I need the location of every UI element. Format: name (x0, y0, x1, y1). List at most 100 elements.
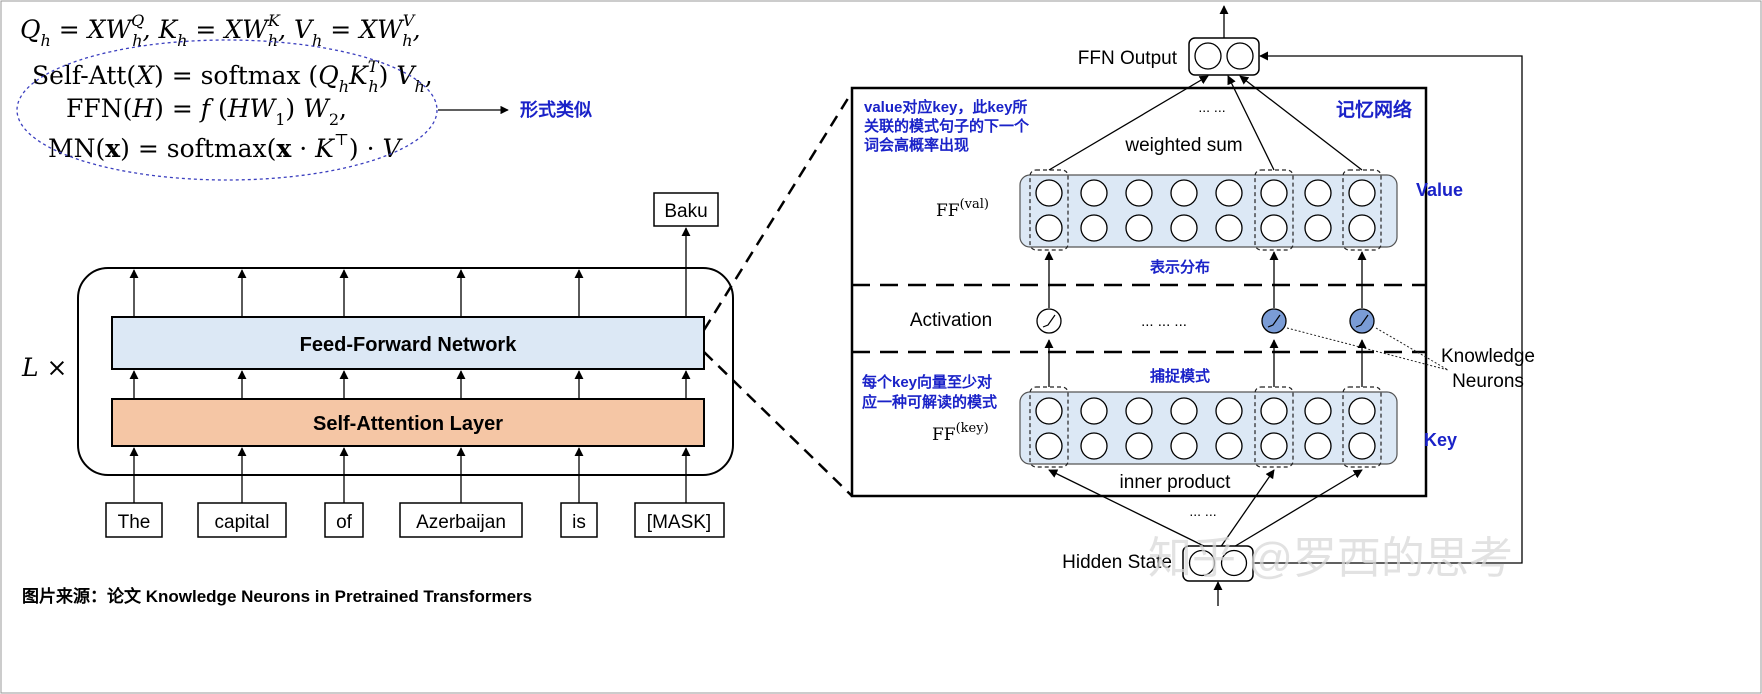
token-arrows (129, 227, 691, 503)
flow-arrow (1219, 469, 1275, 549)
ellipsis-mid: ... ... ... (1141, 313, 1187, 330)
value-neuron (1304, 179, 1332, 207)
knowledge-neurons-line: Knowledge (1441, 346, 1535, 367)
key-neuron (1348, 432, 1376, 460)
activation-curve-icon (1267, 314, 1281, 328)
key-neuron (1125, 432, 1153, 460)
token-label: is (572, 512, 586, 533)
value-label: Value (1416, 180, 1463, 200)
value-neuron (1035, 214, 1063, 242)
ff-key-text: FF (932, 425, 956, 445)
value-neuron (1170, 214, 1198, 242)
source-caption: 图片来源：论文 Knowledge Neurons in Pretrained … (22, 586, 532, 606)
value-neuron-panel (1019, 174, 1398, 248)
activation-neurons (1036, 308, 1375, 334)
output-token: Baku (664, 201, 707, 222)
ffn-output-neuron (1226, 42, 1254, 70)
residual-connection (1253, 51, 1523, 564)
ffn-output-neuron (1194, 42, 1222, 70)
zoom-line-bottom (703, 351, 853, 497)
zoom-line-top (702, 91, 854, 331)
value-neuron (1348, 179, 1376, 207)
repeat-label: L × (21, 353, 68, 382)
key-neuron (1260, 432, 1288, 460)
knowledge-pointer (1375, 327, 1449, 371)
value-neuron (1304, 214, 1332, 242)
attention-layer (111, 398, 705, 447)
flow-arrow (1048, 469, 1209, 549)
ff-val-sup: (val) (960, 197, 989, 212)
ff-key-label: FF(key) (932, 421, 989, 445)
key-neuron (1035, 432, 1063, 460)
formula-ffn: FFN(H) = f (HW1) W2, (66, 94, 347, 129)
ff-val-text: FF (936, 201, 960, 221)
value-neuron (1260, 214, 1288, 242)
token-label: of (336, 512, 353, 533)
inner-product-label: inner product (1120, 472, 1232, 493)
ffn-layer (111, 316, 705, 370)
flow-arrow (1227, 75, 1275, 171)
activation-neuron (1036, 308, 1062, 334)
output-token-box (653, 192, 719, 227)
weighted-sum-label: weighted sum (1124, 135, 1242, 156)
attention-layer-label: Self-Attention Layer (313, 413, 503, 435)
memory-network: 记忆网络 value对应key，此key所 关联的模式句子的下一个 词会高概率出… (850, 5, 1535, 606)
value-desc-line: value对应key，此key所 (864, 98, 1027, 116)
token-box (399, 502, 523, 538)
key-neurons (1035, 397, 1376, 460)
key-desc-line: 每个key向量至少对 (862, 373, 992, 391)
key-neuron-panel (1019, 391, 1398, 465)
watermark: 知乎 @罗西的思考 (1148, 534, 1513, 583)
similar-label: 形式类似 (520, 99, 592, 120)
key-neuron (1215, 397, 1243, 425)
token-label: [MASK] (647, 512, 711, 533)
key-label: Key (1424, 430, 1457, 450)
memory-panel (850, 86, 1428, 498)
token-label: The (118, 512, 151, 533)
capture-pattern-label: 捕捉模式 (1150, 367, 1210, 385)
ff-val-label: FF(val) (936, 197, 989, 221)
activation-curve-icon (1042, 314, 1056, 328)
key-neuron (1035, 397, 1063, 425)
token-label: Azerbaijan (416, 512, 506, 533)
value-neuron (1125, 179, 1153, 207)
value-desc-line: 关联的模式句子的下一个 (864, 117, 1030, 135)
hidden-state-label: Hidden State (1062, 552, 1172, 573)
ff-key-sup: (key) (956, 421, 989, 436)
key-neuron (1215, 432, 1243, 460)
value-neuron (1080, 214, 1108, 242)
value-neuron (1125, 214, 1153, 242)
value-neuron (1215, 179, 1243, 207)
token-box (197, 502, 287, 538)
token-box (560, 502, 598, 538)
value-neurons (1035, 179, 1376, 242)
key-neuron (1304, 432, 1332, 460)
knowledge-neuron (1261, 308, 1287, 334)
representation-label: 表示分布 (1150, 258, 1210, 276)
knowledge-pointer (1286, 327, 1449, 371)
key-neuron (1260, 397, 1288, 425)
similarity-ellipse (16, 39, 438, 181)
token-box (105, 502, 163, 538)
hidden-state-neuron (1220, 549, 1248, 577)
flow-arrow (1048, 75, 1209, 171)
token-box (634, 502, 725, 538)
key-neuron (1125, 397, 1153, 425)
token-label: capital (215, 512, 270, 533)
value-neuron (1215, 214, 1243, 242)
memory-network-label: 记忆网络 (1336, 98, 1412, 121)
input-tokens: The capital of Azerbaijan is [MASK] (105, 502, 725, 538)
key-neuron (1080, 432, 1108, 460)
key-neuron (1170, 432, 1198, 460)
flow-arrow (1231, 469, 1363, 549)
key-desc-line: 应一种可解读的模式 (862, 393, 997, 411)
activation-curve-icon (1355, 314, 1369, 328)
token-box (324, 502, 364, 538)
knowledge-neurons-line: Neurons (1452, 371, 1524, 392)
flow-arrow (1239, 75, 1363, 171)
hidden-state-neuron (1188, 549, 1216, 577)
key-neuron (1170, 397, 1198, 425)
